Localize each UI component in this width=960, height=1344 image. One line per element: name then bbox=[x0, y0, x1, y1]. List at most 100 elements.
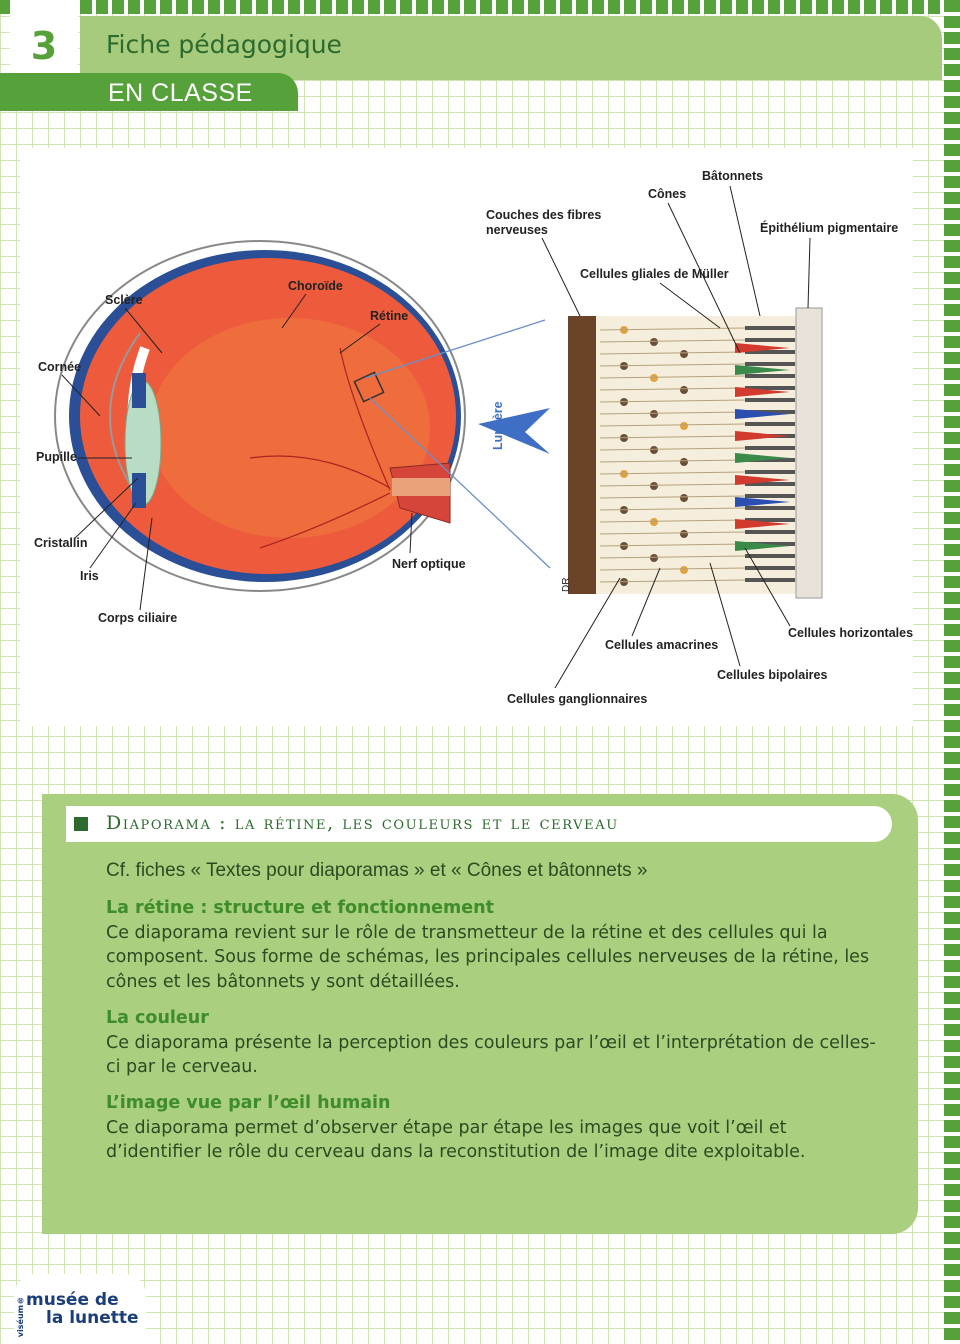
neuron-body bbox=[680, 350, 688, 358]
neuron-fiber bbox=[599, 339, 746, 343]
vessel-3 bbox=[339, 347, 391, 491]
cone-cell bbox=[735, 431, 790, 441]
cornea bbox=[109, 332, 141, 501]
zoom-line-top bbox=[364, 319, 546, 379]
iris-top bbox=[132, 373, 146, 408]
neuron-fiber bbox=[599, 447, 746, 451]
block-image-oeil: L’image vue par l’œil humain Ce diaporam… bbox=[106, 1091, 876, 1165]
label-cones: Cônes bbox=[648, 187, 686, 201]
rod-cell bbox=[745, 398, 795, 402]
label-iris: Iris bbox=[80, 569, 99, 583]
eye-retina-diagram: Sclère Choroïde Rétine Cornée Pupille Cr… bbox=[20, 148, 913, 726]
neuron-fiber bbox=[599, 543, 746, 547]
label-cellules-horizontales: Cellules horizontales bbox=[788, 626, 913, 640]
header-band bbox=[80, 16, 942, 80]
block-couleur: La couleur Ce diaporama présente la perc… bbox=[106, 1006, 876, 1080]
leader-ganglionnaires bbox=[554, 577, 621, 689]
leader-couches-fibres bbox=[541, 237, 581, 317]
section-tab-label: EN CLASSE bbox=[108, 79, 253, 107]
neuron-fiber bbox=[599, 411, 746, 415]
cone-cell bbox=[735, 497, 790, 507]
intro-text: Cf. fiches « Textes pour diaporamas » et… bbox=[106, 860, 648, 881]
neuron-body bbox=[680, 494, 688, 502]
rod-cell bbox=[745, 326, 795, 330]
eye-gradient bbox=[150, 318, 430, 538]
neuron-body bbox=[680, 422, 688, 430]
label-nerf-optique: Nerf optique bbox=[392, 557, 466, 571]
neuron-fiber bbox=[599, 495, 746, 499]
neuron-body bbox=[680, 386, 688, 394]
rod-cell bbox=[745, 338, 795, 342]
neuron-fiber bbox=[599, 387, 746, 391]
neuron-fiber bbox=[599, 459, 746, 463]
leader-amacrines bbox=[631, 567, 661, 637]
neuron-fiber bbox=[599, 423, 746, 427]
rod-cell bbox=[745, 350, 795, 354]
cone-cell bbox=[735, 365, 790, 375]
page-title: Fiche pédagogique bbox=[106, 30, 342, 59]
neuron-fiber bbox=[599, 579, 746, 583]
rod-cell bbox=[745, 446, 795, 450]
neuron-fiber bbox=[599, 399, 746, 403]
label-cellules-amacrines: Cellules amacrines bbox=[605, 638, 718, 652]
neuron-body bbox=[650, 410, 658, 418]
neuron-fiber bbox=[599, 471, 746, 475]
rod-cell bbox=[745, 506, 795, 510]
label-batonnets: Bâtonnets bbox=[702, 169, 763, 183]
section-heading-band bbox=[66, 806, 892, 842]
leader-retine bbox=[339, 323, 381, 354]
label-retine: Rétine bbox=[370, 309, 408, 323]
leader-sclere bbox=[124, 307, 163, 354]
leader-batonnets bbox=[729, 185, 761, 317]
rod-cell bbox=[745, 458, 795, 462]
leader-epithelium bbox=[807, 237, 811, 309]
retina-layers bbox=[478, 307, 823, 599]
square-bullet-icon bbox=[74, 817, 88, 831]
leader-nerf-optique bbox=[409, 512, 413, 554]
label-cellules-ganglionnaires: Cellules ganglionnaires bbox=[507, 692, 647, 706]
neuron-fiber bbox=[599, 435, 746, 439]
label-couches-fibres-1: Couches des fibres bbox=[486, 208, 601, 222]
neuron-body bbox=[650, 374, 658, 382]
cone-cell bbox=[735, 387, 790, 397]
block-text: Ce diaporama présente la perception des … bbox=[106, 1032, 876, 1078]
neuron-fiber bbox=[599, 567, 746, 571]
label-couches-fibres-2: nerveuses bbox=[486, 223, 548, 237]
section-tab bbox=[0, 73, 298, 111]
neuron-body bbox=[680, 530, 688, 538]
label-dr: DR bbox=[561, 578, 572, 592]
neuron-body bbox=[650, 518, 658, 526]
content-panel bbox=[42, 794, 918, 1234]
neuron-body bbox=[650, 338, 658, 346]
pigment-epithelium bbox=[795, 307, 823, 599]
cone-cell bbox=[735, 519, 790, 529]
block-text: Ce diaporama permet d’observer étape par… bbox=[106, 1117, 806, 1163]
neuron-body bbox=[680, 566, 688, 574]
neuron-fiber bbox=[599, 327, 746, 331]
neuron-fiber bbox=[599, 555, 746, 559]
iris-bottom bbox=[132, 473, 146, 508]
top-decorative-strip bbox=[0, 0, 960, 14]
leader-corps-ciliaire bbox=[139, 517, 153, 611]
rod-cell bbox=[745, 362, 795, 366]
logo-line-2: la lunette bbox=[46, 1308, 139, 1328]
leader-iris bbox=[89, 502, 137, 569]
logo-plate bbox=[14, 1274, 146, 1344]
label-cristallin: Cristallin bbox=[34, 536, 88, 550]
logo-line-1: musée de bbox=[26, 1290, 119, 1310]
zoom-line-bottom bbox=[369, 397, 551, 569]
rod-cell bbox=[745, 386, 795, 390]
neuron-fiber bbox=[599, 375, 746, 379]
rod-cell bbox=[745, 482, 795, 486]
right-decorative-strip bbox=[944, 0, 960, 1344]
label-cornee: Cornée bbox=[38, 360, 81, 374]
neuron-fiber bbox=[599, 507, 746, 511]
light-arrow bbox=[478, 408, 550, 454]
vessel-2 bbox=[259, 492, 391, 549]
cone-cell bbox=[735, 475, 790, 485]
neuron-fiber bbox=[599, 363, 746, 367]
retina-cell-area bbox=[596, 316, 796, 594]
label-corps-ciliaire: Corps ciliaire bbox=[98, 611, 177, 625]
eye-cross-section bbox=[54, 240, 551, 592]
neuron-fiber bbox=[599, 519, 746, 523]
